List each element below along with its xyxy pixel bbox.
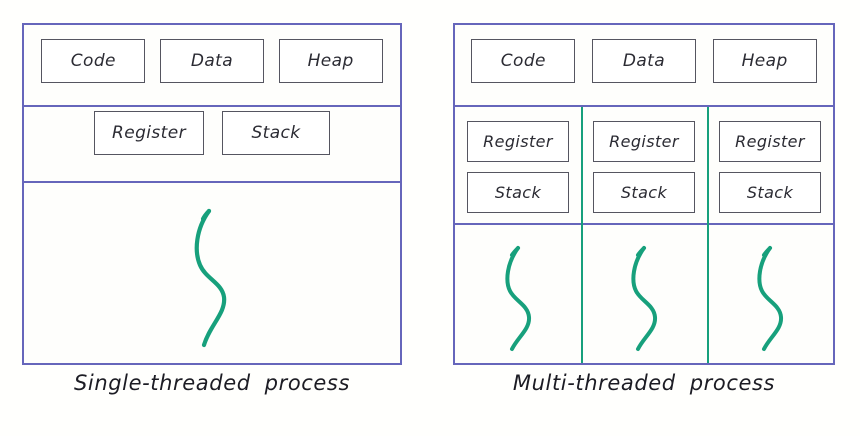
caption-text-multi-1: Multi-threaded bbox=[512, 371, 676, 395]
caption-text-single-2: process bbox=[264, 371, 351, 395]
single-threaded-caption: Single-threaded process bbox=[22, 371, 402, 395]
context-cell-register: Register bbox=[719, 121, 821, 162]
single-separator-1 bbox=[24, 105, 400, 107]
thread-squiggle-icon bbox=[505, 246, 532, 351]
caption-text-multi-2: process bbox=[689, 371, 776, 395]
multi-separator-2 bbox=[455, 223, 833, 225]
multi-thread-area bbox=[455, 227, 833, 363]
thread-slot-3 bbox=[707, 227, 833, 363]
thread-context-column-3: Register Stack bbox=[707, 109, 833, 225]
thread-context-column-2: Register Stack bbox=[581, 109, 707, 225]
single-separator-2 bbox=[24, 181, 400, 183]
thread-divider-1 bbox=[581, 107, 583, 363]
context-cell-stack: Stack bbox=[222, 111, 330, 155]
thread-squiggle-icon bbox=[194, 208, 227, 348]
thread-squiggle-icon bbox=[631, 246, 658, 351]
context-cell-register: Register bbox=[94, 111, 204, 155]
context-cell-stack: Stack bbox=[467, 172, 569, 213]
caption-text-single-1: Single-threaded bbox=[73, 371, 251, 395]
thread-slot-1 bbox=[455, 227, 581, 363]
multi-threaded-caption: Multi-threaded process bbox=[453, 371, 835, 395]
multi-per-thread-context-band: Register Stack Register Stack Register S… bbox=[455, 109, 833, 225]
multi-shared-memory-band: Code Data Heap bbox=[455, 37, 833, 85]
single-shared-memory-band: Code Data Heap bbox=[24, 37, 400, 85]
multi-threaded-process-frame: Code Data Heap Register Stack Register S… bbox=[453, 23, 835, 365]
multi-separator-1 bbox=[455, 105, 833, 107]
memory-cell-heap: Heap bbox=[278, 39, 383, 83]
context-cell-register: Register bbox=[467, 121, 569, 162]
memory-cell-code: Code bbox=[41, 39, 146, 83]
thread-divider-2 bbox=[707, 107, 709, 363]
single-thread-context-band: Register Stack bbox=[24, 109, 400, 157]
thread-slot-2 bbox=[581, 227, 707, 363]
thread-context-column-1: Register Stack bbox=[455, 109, 581, 225]
memory-cell-data: Data bbox=[591, 39, 696, 83]
context-cell-stack: Stack bbox=[593, 172, 695, 213]
memory-cell-data: Data bbox=[159, 39, 264, 83]
context-cell-stack: Stack bbox=[719, 172, 821, 213]
context-cell-register: Register bbox=[593, 121, 695, 162]
memory-cell-heap: Heap bbox=[712, 39, 817, 83]
single-thread-area bbox=[24, 183, 400, 363]
thread-squiggle-icon bbox=[757, 246, 784, 351]
single-threaded-process-frame: Code Data Heap Register Stack bbox=[22, 23, 402, 365]
memory-cell-code: Code bbox=[471, 39, 576, 83]
